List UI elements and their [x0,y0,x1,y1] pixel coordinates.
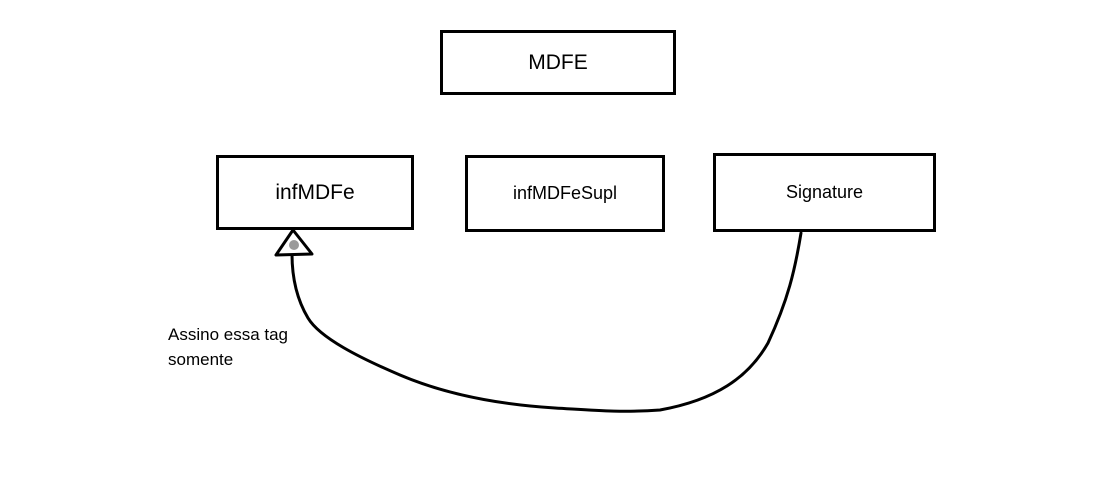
annotation-line-1: Assino essa tag [168,325,289,344]
mdfe-label: MDFE [528,50,588,74]
arrowhead-icon [274,228,314,257]
infmdfe-box: infMDFe [216,155,414,230]
arrowhead-dot-icon [289,240,299,250]
infmdfesupl-box: infMDFeSupl [465,155,665,232]
signature-box: Signature [713,153,936,232]
curved-connector-line [290,231,803,413]
annotation-note: Assino essa tag somente [168,322,288,372]
infmdfe-label: infMDFe [275,180,355,204]
infmdfesupl-label: infMDFeSupl [512,183,618,203]
signature-label: Signature [785,182,864,202]
mdfe-box: MDFE [440,30,676,95]
annotation-line-2: somente [168,350,234,369]
